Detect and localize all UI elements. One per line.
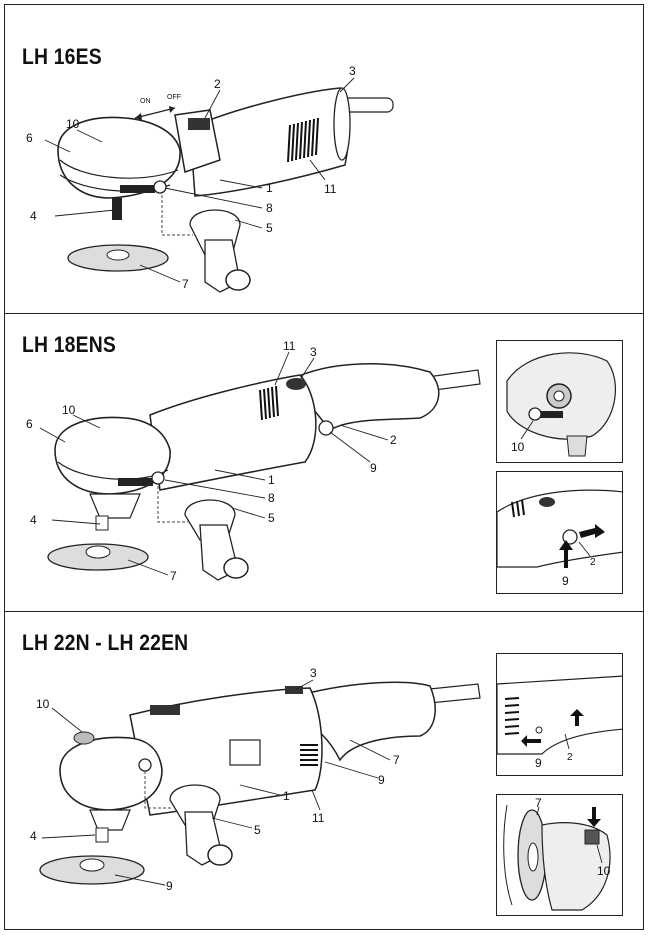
part-label-8: 8 bbox=[266, 201, 273, 215]
part-label-9: 9 bbox=[370, 461, 377, 475]
detail-inset-switch: 9 2 bbox=[496, 471, 623, 594]
detail-inset-switch-lh22: 9 2 bbox=[496, 653, 623, 776]
detail-illustration: 9 2 bbox=[497, 675, 622, 770]
inset-label-2: 2 bbox=[567, 752, 573, 763]
grinder-illustration-lh18ens: 11 3 10 6 2 9 1 8 5 4 7 bbox=[26, 339, 481, 583]
part-label-7: 7 bbox=[182, 277, 189, 291]
part-label-6: 6 bbox=[26, 417, 33, 431]
part-label-11: 11 bbox=[283, 339, 296, 353]
detail-illustration: 9 2 bbox=[497, 489, 622, 588]
part-label-7: 9 bbox=[166, 879, 173, 893]
part-label-1: 1 bbox=[266, 181, 273, 195]
part-label-5: 5 bbox=[268, 511, 275, 525]
part-label-11: 11 bbox=[324, 182, 337, 196]
switch-on-label: ON bbox=[140, 98, 151, 105]
part-label-9: 9 bbox=[378, 773, 385, 787]
part-label-10: 10 bbox=[66, 117, 80, 131]
part-label-4: 4 bbox=[30, 209, 37, 223]
part-label-1: 1 bbox=[268, 473, 275, 487]
part-label-4: 4 bbox=[30, 829, 37, 843]
switch-off-label: OFF bbox=[167, 94, 181, 101]
part-label-11: 11 bbox=[312, 811, 325, 825]
section-divider bbox=[4, 611, 644, 612]
part-label-2: 7 bbox=[393, 753, 400, 767]
inset-label-9: 9 bbox=[535, 756, 542, 770]
detail-illustration: 7 10 bbox=[503, 796, 611, 911]
part-label-4: 4 bbox=[30, 513, 37, 527]
part-label-1: 1 bbox=[283, 789, 290, 803]
part-label-3: 3 bbox=[310, 345, 317, 359]
part-label-3: 3 bbox=[310, 666, 317, 680]
part-label-7: 7 bbox=[170, 569, 177, 583]
part-label-5: 5 bbox=[254, 823, 261, 837]
detail-inset-lock-lh22: 7 10 bbox=[496, 794, 623, 916]
inset-label-10: 10 bbox=[597, 864, 611, 878]
detail-illustration: 10 bbox=[497, 341, 622, 462]
model-title: LH 22N - LH 22EN bbox=[22, 630, 189, 655]
part-label-5: 5 bbox=[266, 221, 273, 235]
part-label-10: 10 bbox=[36, 697, 50, 711]
part-label-2: 2 bbox=[390, 433, 397, 447]
inset-label-10: 10 bbox=[511, 440, 525, 454]
model-title: LH 18ENS bbox=[22, 332, 116, 357]
part-label-10: 10 bbox=[62, 403, 76, 417]
part-label-6: 6 bbox=[26, 131, 33, 145]
model-title: LH 16ES bbox=[22, 44, 102, 69]
part-label-2: 2 bbox=[214, 77, 221, 91]
page-frame bbox=[4, 4, 644, 930]
detail-inset-lock-button: 10 bbox=[496, 340, 623, 463]
part-label-3: 3 bbox=[349, 64, 356, 78]
part-label-8: 8 bbox=[268, 491, 275, 505]
inset-label-9: 9 bbox=[562, 574, 569, 588]
inset-label-7: 7 bbox=[535, 796, 542, 810]
inset-label-2: 2 bbox=[590, 557, 596, 568]
grinder-illustration-lh16es: ON OFF 2 3 10 6 11 1 8 5 4 7 bbox=[26, 64, 394, 293]
section-divider bbox=[4, 313, 644, 314]
